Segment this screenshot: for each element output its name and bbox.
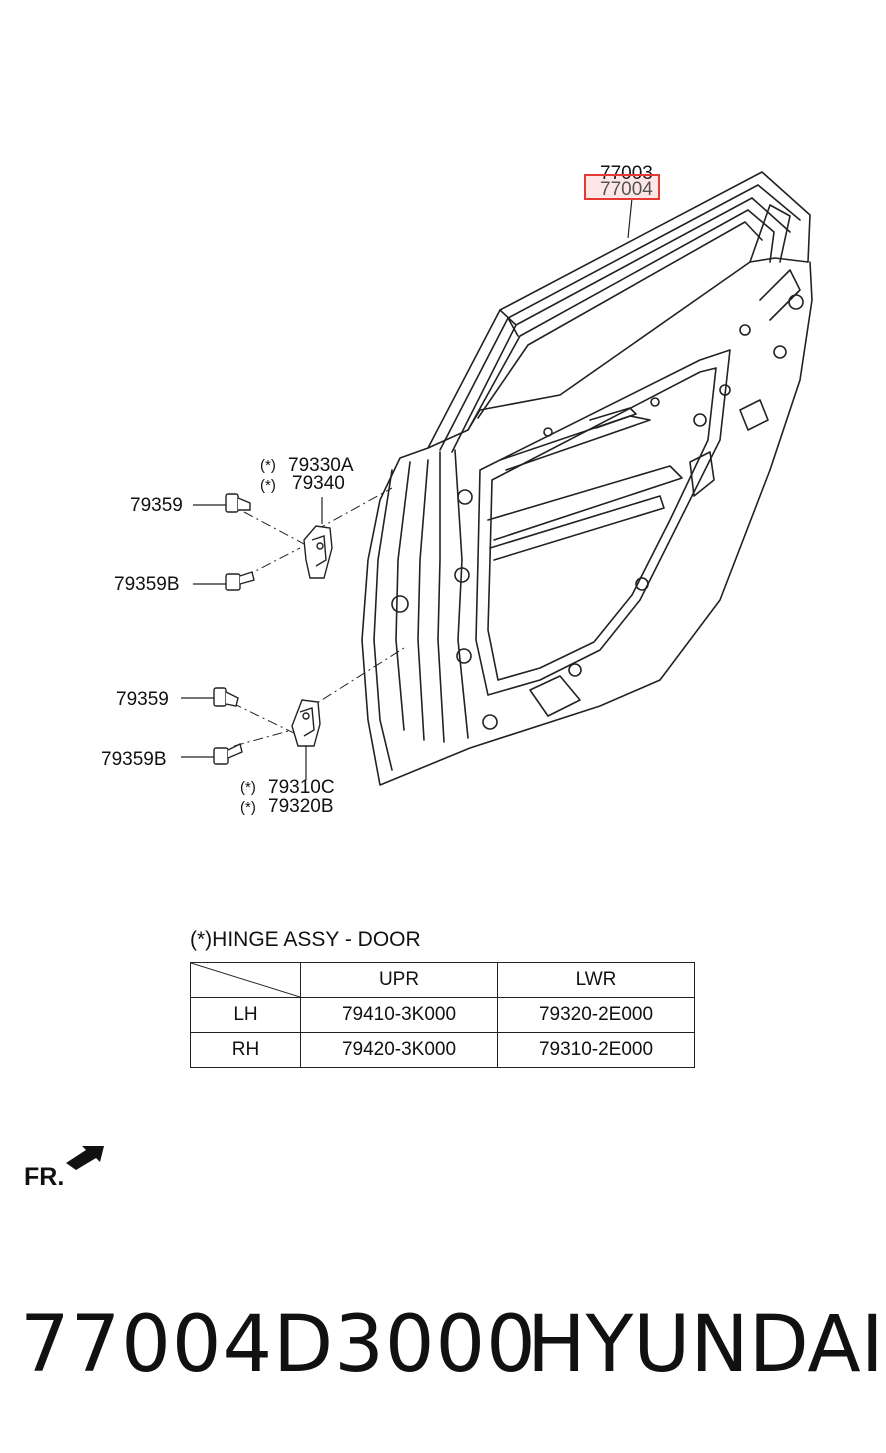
table-title: (*)HINGE ASSY - DOOR bbox=[190, 928, 421, 951]
callout-79359b-upper: 79359B bbox=[114, 574, 180, 595]
table-cell: 79420-3K000 bbox=[300, 1032, 498, 1068]
asterisk-mark: (*) bbox=[240, 799, 256, 816]
table-header-lwr: LWR bbox=[497, 962, 695, 998]
table-cell: 79310-2E000 bbox=[497, 1032, 695, 1068]
lower-hinge-icon bbox=[291, 699, 321, 747]
callout-79359-upper: 79359 bbox=[130, 495, 183, 516]
table-row: RH 79420-3K000 79310-2E000 bbox=[190, 1032, 695, 1068]
table-cell: 79320-2E000 bbox=[497, 997, 695, 1033]
table-header-upr: UPR bbox=[300, 962, 498, 998]
table-cell: 79410-3K000 bbox=[300, 997, 498, 1033]
part-number: 77004D3000 bbox=[20, 1300, 537, 1390]
diagonal-divider bbox=[191, 963, 300, 997]
callout-79330a: 79330A bbox=[288, 455, 354, 476]
table-cell: LH bbox=[190, 997, 301, 1033]
callout-79359b-lower: 79359B bbox=[101, 749, 167, 770]
brand-name: HYUNDAI bbox=[527, 1300, 884, 1390]
asterisk-mark: (*) bbox=[260, 477, 276, 494]
front-arrow-icon bbox=[66, 1146, 104, 1170]
table-cell: RH bbox=[190, 1032, 301, 1068]
callout-77003: 77003 bbox=[600, 163, 653, 184]
callout-79310c: 79310C bbox=[268, 777, 335, 798]
lower-bolt-1-icon bbox=[213, 687, 239, 707]
upper-bolt-1-icon bbox=[225, 493, 251, 513]
upper-bolt-2-icon bbox=[225, 571, 255, 591]
asterisk-mark: (*) bbox=[260, 457, 276, 474]
callout-79340: 79340 bbox=[292, 473, 345, 494]
table-row: LH 79410-3K000 79320-2E000 bbox=[190, 997, 695, 1033]
asterisk-mark: (*) bbox=[240, 779, 256, 796]
callout-77004: 77004 bbox=[600, 179, 653, 200]
door-body bbox=[361, 261, 813, 786]
lower-bolt-2-icon bbox=[213, 742, 243, 765]
front-direction-label: FR. bbox=[24, 1163, 65, 1191]
upper-hinge-icon bbox=[303, 525, 333, 579]
callout-79359-lower: 79359 bbox=[116, 689, 169, 710]
table-header-row: UPR LWR bbox=[190, 962, 695, 998]
callout-79320b: 79320B bbox=[268, 796, 334, 817]
hinge-assy-table: UPR LWR LH 79410-3K000 79320-2E000 RH 79… bbox=[190, 962, 695, 1068]
highlight-box bbox=[584, 174, 660, 200]
table-header-corner bbox=[190, 962, 301, 998]
